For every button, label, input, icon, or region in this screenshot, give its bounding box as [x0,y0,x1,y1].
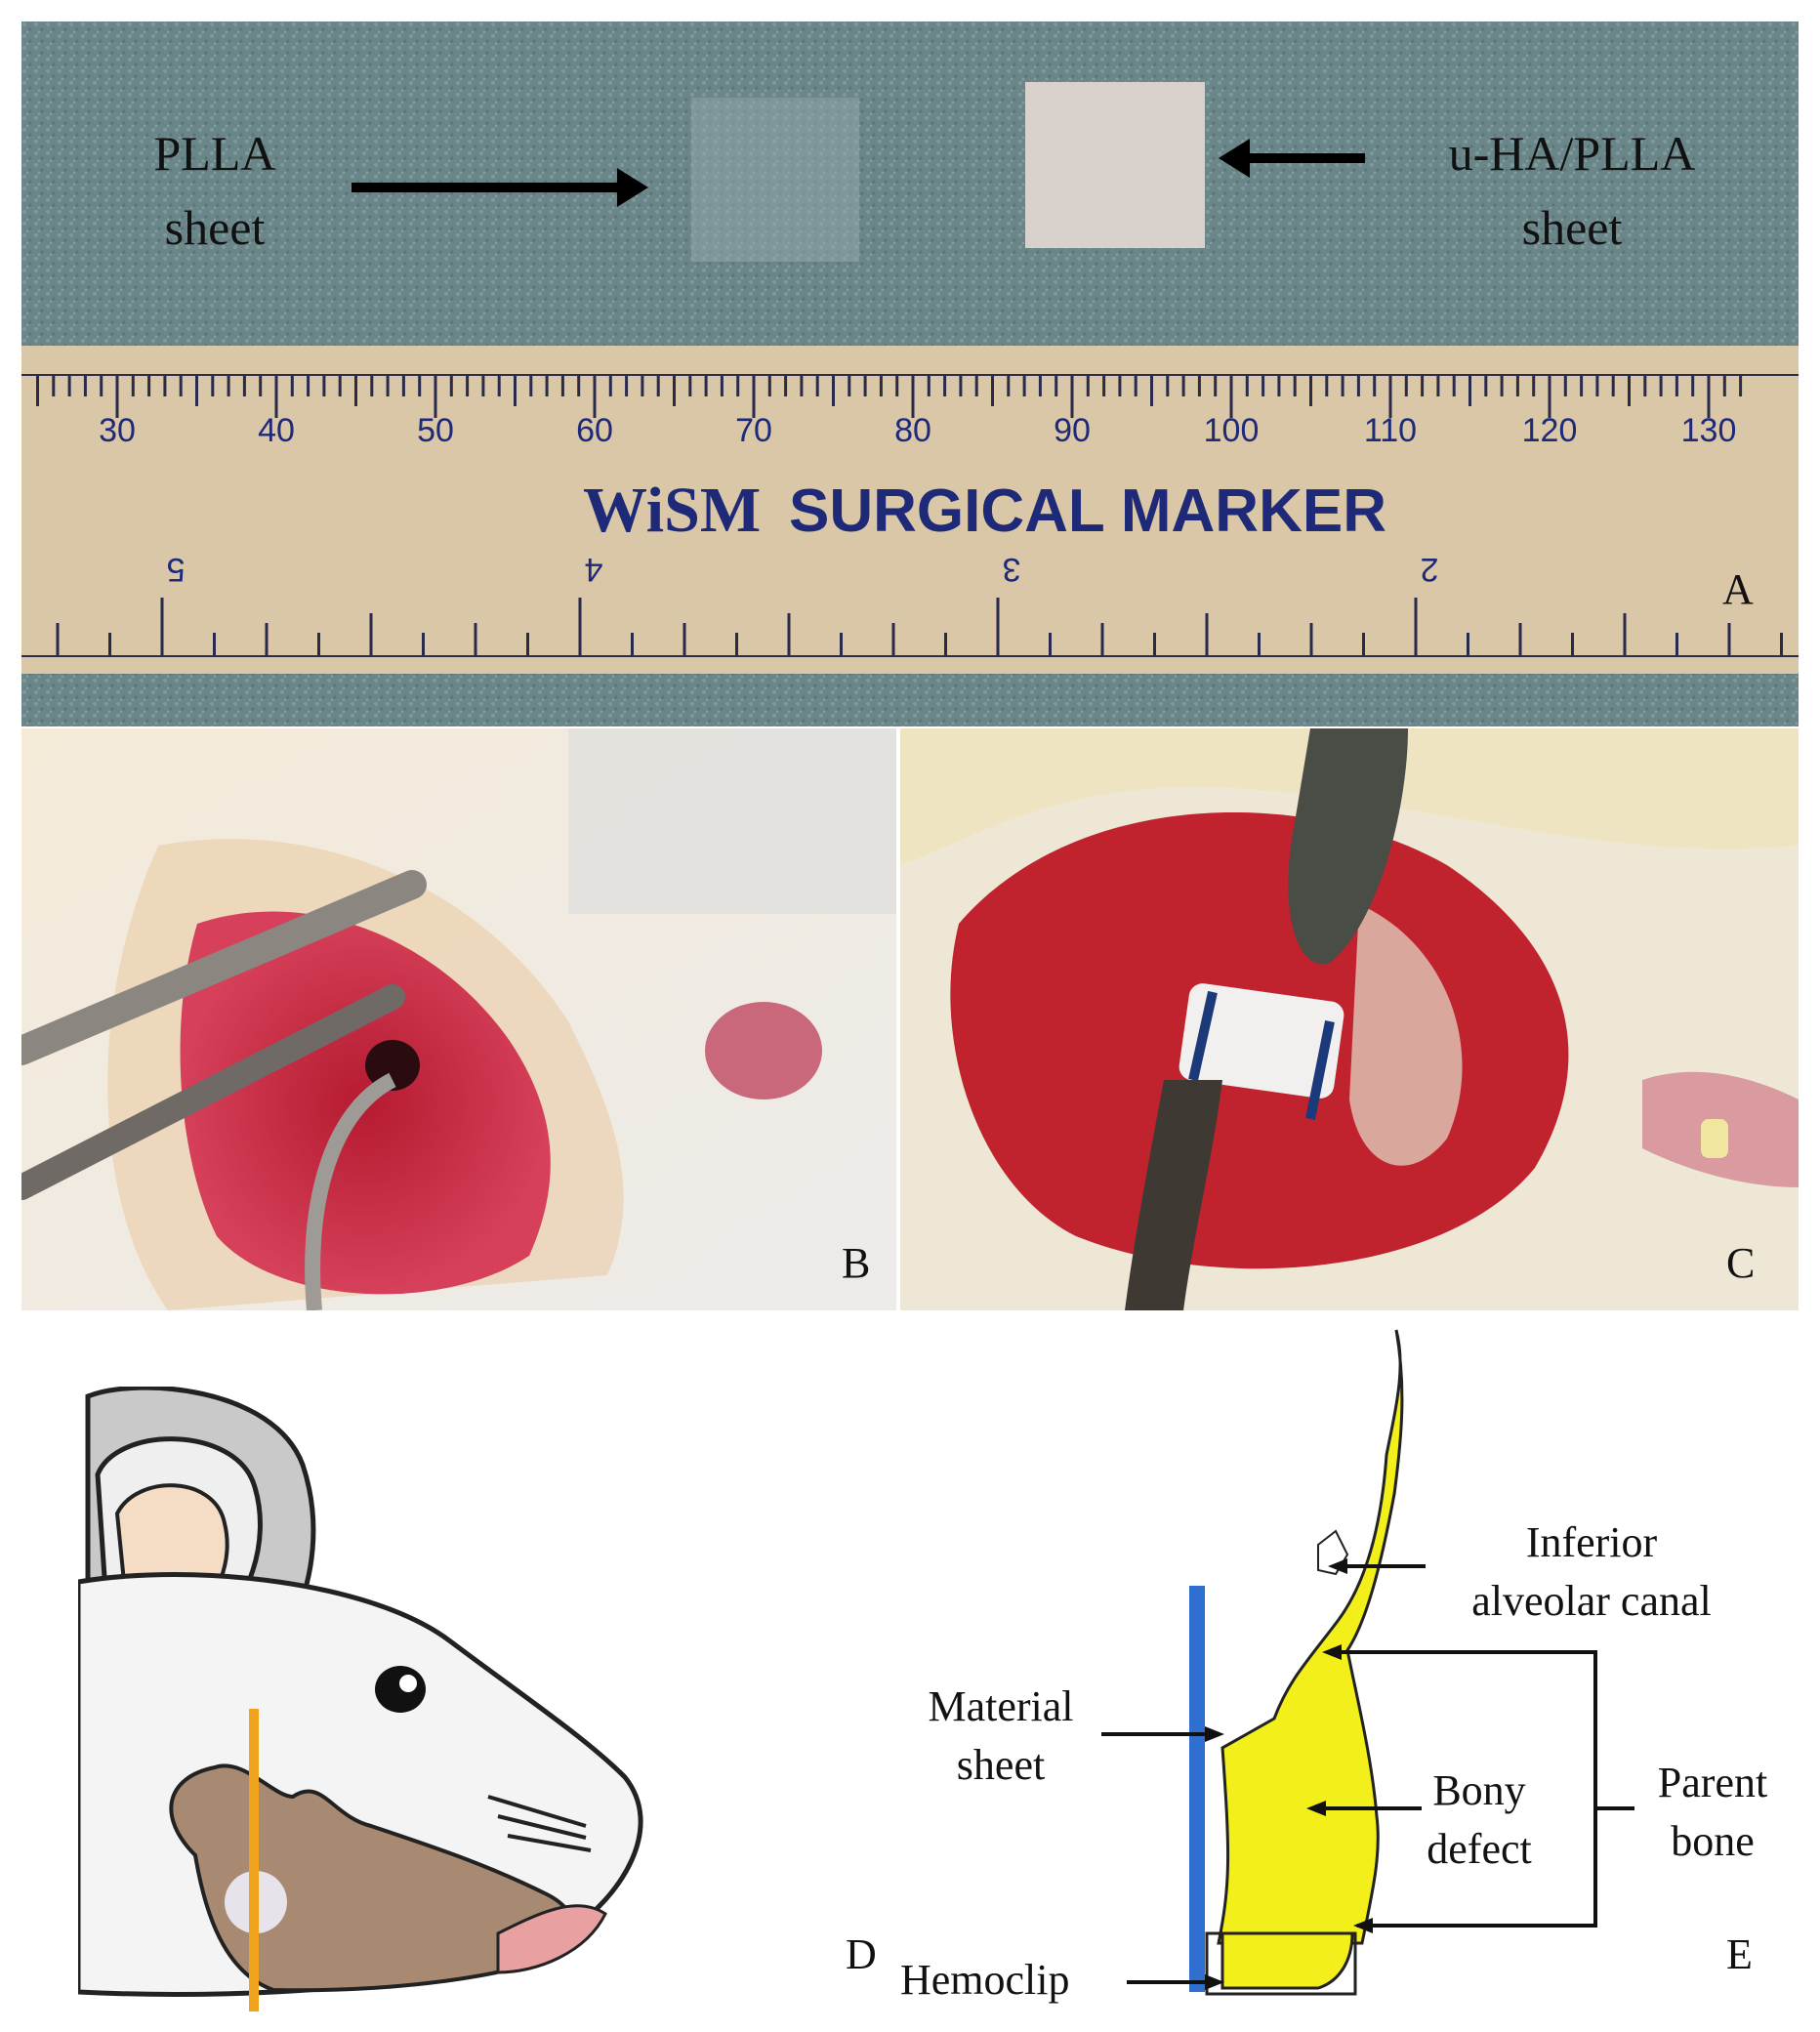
retractor-upper [1288,728,1408,965]
hemoclip-left [1188,990,1218,1082]
ruler-mm-number: 90 [1054,412,1091,449]
material-label-line2: sheet [956,1741,1046,1789]
hemoclip-label: Hemoclip [900,1956,1070,2004]
panel-label-c: C [1726,1239,1756,1287]
panel-c-graphic [900,728,1799,1310]
panel-label-e: E [1726,1930,1753,1978]
parent-label-line2: bone [1671,1817,1755,1865]
ruler-mm-number: 40 [258,412,295,449]
retractor-hook [305,1072,396,1310]
plla-sheet-label: PLLA sheet [117,129,312,252]
tongue [705,1002,822,1099]
material-sheet [1189,1586,1205,1992]
panel-e-diagram [1172,1328,1718,2011]
uha-label-line2: sheet [1521,200,1623,255]
panel-b-graphic [21,728,896,1310]
parent-bone-bracket [1328,1650,1597,1928]
ruler-brand: WiSM [583,475,761,546]
canal-label-line2: alveolar canal [1471,1577,1712,1625]
bony-label-line1: Bony [1432,1766,1526,1814]
retractor-lower [1125,1080,1222,1310]
ruler-inch-number: 2 [1421,551,1439,588]
drilled-defect [365,1040,420,1091]
ruler-mm-number: 70 [735,412,772,449]
panel-label-b: B [842,1239,871,1287]
hemoclip [1205,1931,1357,1996]
inferior-alveolar-canal-label: Inferior alveolar canal [1455,1521,1728,1623]
forceps-lower [21,984,405,1200]
ruler-mm-number: 60 [576,412,613,449]
canal-label-line1: Inferior [1525,1518,1658,1566]
bony-defect-label: Bony defect [1406,1769,1552,1871]
panel-label-a: A [1722,565,1754,613]
ruler-inch-ticks [56,598,1783,656]
incisor [496,1904,607,1974]
parent-bone-lower [1220,1931,1354,1990]
material-label-line1: Material [928,1682,1074,1730]
forceps-upper [21,870,427,1065]
hemoclip-right [1305,1020,1335,1120]
ruler-inch-number: 5 [167,551,186,588]
uha-plla-sheet [1025,82,1205,248]
material-sheet-in-situ [1179,983,1344,1099]
ruler-mm-number: 80 [894,412,931,449]
parent-bone-label: Parent bone [1634,1762,1791,1863]
mandible [169,1763,577,1993]
ruler-mm-ticks [36,375,1743,418]
ruler-mm-number: 30 [99,412,136,449]
ruler-product-name: SURGICAL MARKER [789,477,1386,545]
ruler-mm-number: 50 [417,412,454,449]
ruler-mm-number: 110 [1364,412,1417,449]
ruler-mm-number: 120 [1522,412,1578,449]
panel-b-photo [21,728,896,1310]
plla-label-line2: sheet [164,200,266,255]
panel-c-photo [900,728,1799,1310]
uha-label-line1: u-HA/PLLA [1448,126,1696,181]
uha-plla-sheet-label: u-HA/PLLA sheet [1386,129,1758,252]
plla-sheet [691,98,859,262]
ruler-inch-number: 4 [585,551,603,588]
panel-d-illustration [78,1387,742,2011]
ruler-inch-number: 3 [1003,551,1021,588]
parent-label-line1: Parent [1657,1759,1768,1806]
rat-head-illustration [78,1387,643,2011]
panel-label-d: D [846,1930,877,1978]
cross-section-diagram [1189,1329,1404,1996]
surgical-ruler [21,346,1799,674]
whiskers [487,1795,592,1852]
ruler-mm-number: 100 [1204,412,1260,449]
bony-label-line2: defect [1427,1825,1532,1873]
ruler-mm-number: 130 [1681,412,1737,449]
panel-a-photo: 30 40 50 60 70 80 90 100 110 120 130 5 4 3 2 WiSM SUR… [21,21,1799,726]
plla-label-line1: PLLA [153,126,276,181]
panel-a-graphic: 30 40 50 60 70 80 90 100 110 120 130 5 4 3 2 WiSM SUR… [21,21,1799,726]
material-sheet-label: Material sheet [898,1685,1103,1787]
